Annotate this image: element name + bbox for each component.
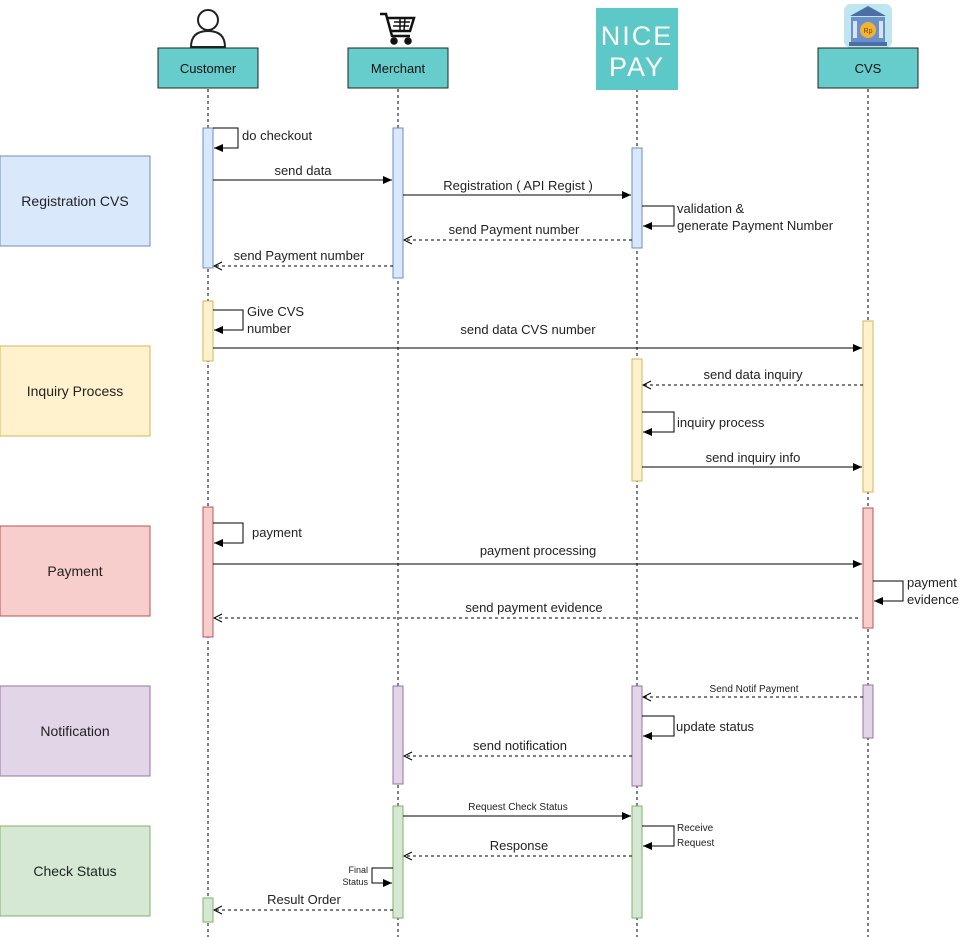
self-arrow: [873, 580, 904, 605]
msg-send-data: send data: [274, 163, 332, 178]
msg-validation-line1: validation &: [677, 201, 745, 216]
activation-bar: [631, 805, 643, 919]
msg-payment-evidence-line2: evidence: [907, 592, 959, 607]
phase-registration: Registration CVS: [0, 155, 151, 247]
phase-payment-label: Payment: [47, 563, 102, 579]
actor-merchant: Merchant: [347, 12, 449, 89]
activation-bars: [202, 127, 874, 923]
msg-response: Response: [490, 838, 549, 853]
customer-box: [157, 47, 259, 89]
activation-bar: [862, 320, 874, 493]
msg-send-payment-evidence: send payment evidence: [465, 600, 602, 615]
nicepay-logo-line1: NICE: [601, 21, 674, 51]
self-arrow: [642, 825, 675, 850]
merchant-label: Merchant: [371, 61, 426, 76]
activation-bar: [631, 147, 643, 249]
msg-inquiry-process: inquiry process: [677, 415, 765, 430]
msg-send-data-cvs: send data CVS number: [460, 322, 596, 337]
actor-nicepay: NICE PAY: [596, 8, 678, 90]
person-icon: [189, 9, 227, 48]
phase-inquiry-label: Inquiry Process: [27, 383, 123, 399]
activation-bar: [631, 358, 643, 482]
activation-bar: [202, 897, 214, 923]
msg-give-cvs-line2: number: [247, 321, 292, 336]
msg-send-payment-number-1: send Payment number: [449, 222, 580, 237]
activation-bar: [631, 685, 643, 787]
msg-send-inquiry-info: send inquiry info: [706, 450, 801, 465]
msg-receive-line1: Receive: [677, 823, 714, 834]
msg-result-order: Result Order: [267, 892, 341, 907]
phase-notification: Notification: [0, 685, 151, 777]
msg-payment-processing: payment processing: [480, 543, 596, 558]
msg-payment: payment: [252, 525, 302, 540]
phase-payment: Payment: [0, 525, 151, 617]
msg-final-status-line1: Final: [348, 865, 368, 875]
self-arrow: [371, 867, 393, 887]
activation-bar: [202, 506, 214, 638]
self-arrow: [642, 715, 675, 740]
cvs-box: [817, 47, 919, 89]
msg-do-checkout: do checkout: [242, 128, 312, 143]
msg-registration-api: Registration ( API Regist ): [443, 178, 593, 193]
activation-bar: [392, 685, 404, 785]
actor-cvs: Rp CVS: [817, 4, 919, 89]
msg-send-payment-number-2: send Payment number: [234, 248, 365, 263]
nicepay-logo-line2: PAY: [609, 52, 665, 82]
self-arrow: [213, 522, 244, 547]
self-arrow: [642, 205, 675, 230]
bank-building-icon: Rp: [844, 4, 892, 48]
msg-send-notification: send notification: [473, 738, 567, 753]
cvs-badge-text: Rp: [864, 28, 873, 35]
activation-bar: [202, 300, 214, 362]
msg-send-data-inquiry: send data inquiry: [703, 367, 803, 382]
customer-label: Customer: [180, 61, 237, 76]
activation-bar: [862, 507, 874, 629]
self-arrow: [213, 127, 239, 152]
msg-update-status: update status: [676, 719, 755, 734]
msg-request-check-status: Request Check Status: [468, 802, 568, 813]
actor-customer: Customer: [157, 9, 259, 89]
self-arrow: [213, 309, 244, 334]
phase-check-status: Check Status: [0, 825, 151, 917]
msg-receive-line2: Request: [677, 838, 714, 849]
msg-send-notif-payment: Send Notif Payment: [710, 684, 799, 695]
activation-bar: [392, 805, 404, 919]
msg-validation-line2: generate Payment Number: [677, 218, 834, 233]
merchant-box: [347, 47, 449, 89]
activation-bar: [862, 684, 874, 739]
msg-final-status-line2: Status: [342, 877, 368, 887]
msg-give-cvs-line1: Give CVS: [247, 304, 304, 319]
activation-bar: [392, 127, 404, 279]
cvs-label: CVS: [855, 61, 882, 76]
self-arrow: [642, 411, 675, 436]
phase-registration-label: Registration CVS: [21, 193, 128, 209]
shopping-cart-icon: [380, 12, 416, 45]
phase-check-status-label: Check Status: [33, 863, 116, 879]
msg-payment-evidence-line1: payment: [907, 575, 957, 590]
activation-bar: [202, 127, 214, 269]
nicepay-logo: [596, 8, 678, 90]
phase-notification-label: Notification: [40, 723, 109, 739]
phase-inquiry: Inquiry Process: [0, 345, 151, 437]
